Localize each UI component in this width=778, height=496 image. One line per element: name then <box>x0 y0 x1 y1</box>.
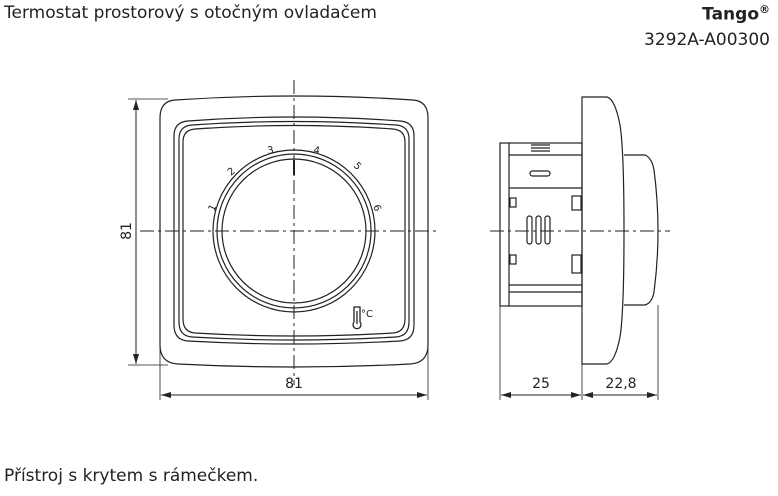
cover-inset <box>182 124 406 337</box>
registered-mark: ® <box>759 3 770 16</box>
dial-number-4: 4 <box>312 145 320 157</box>
product-title: Termostat prostorový s otočným ovladačem <box>4 3 377 23</box>
dial-number-1: 1 <box>207 203 220 213</box>
brand-name: Tango® <box>702 3 770 25</box>
dial-number-3: 3 <box>267 145 275 157</box>
dial-number-6: 6 <box>370 203 383 213</box>
dimension-width: 81 <box>285 376 303 392</box>
cover-outer <box>173 116 415 345</box>
dimension-cover-depth: 22,8 <box>605 376 636 392</box>
side-view <box>490 96 670 400</box>
dimension-body-depth: 25 <box>532 376 550 392</box>
dial-knob-side <box>624 154 659 306</box>
dial-number-2: 2 <box>226 166 238 179</box>
dial-number-5: 5 <box>351 160 363 172</box>
dimension-height: 81 <box>119 222 135 240</box>
product-description: Přístroj s krytem s rámečkem. <box>4 466 259 486</box>
temperature-unit: °C <box>361 309 373 320</box>
thermometer-icon <box>352 306 362 330</box>
front-view <box>128 80 438 400</box>
product-code: 3292A-A00300 <box>644 30 770 50</box>
cover-inner <box>178 120 410 341</box>
brand-label: Tango <box>702 4 759 25</box>
